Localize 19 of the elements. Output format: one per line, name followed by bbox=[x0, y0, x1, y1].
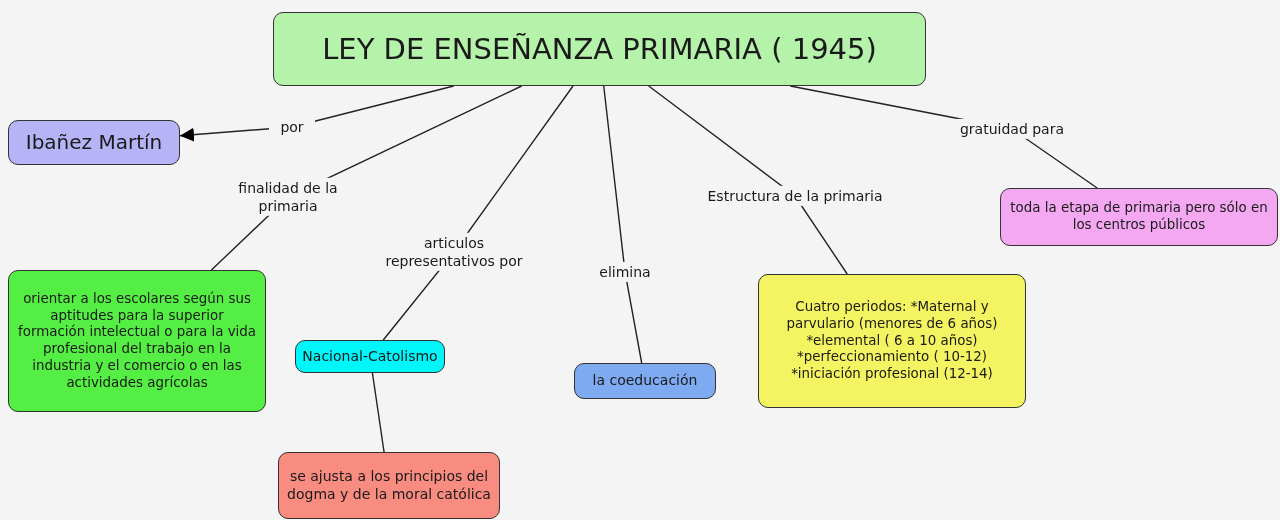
concept-box bbox=[8, 120, 180, 165]
concept-text: orientar a los escolares según sus aptitudes para la superior formación intelectual o para la vida profesional del trabajo en la industria y el comercio o en las actividades agrícolas bbox=[16, 290, 257, 392]
connector-line bbox=[603, 85, 643, 364]
concept-box bbox=[758, 274, 1026, 408]
concept-text: se ajusta a los principios del dogma y de la moral católica bbox=[286, 468, 492, 503]
concept-box bbox=[1000, 188, 1278, 246]
concept-box bbox=[295, 340, 445, 373]
concept-text: toda la etapa de primaria pero sólo en los centros públicos bbox=[1009, 200, 1269, 234]
concept-box bbox=[278, 452, 500, 519]
concept-text: LEY DE ENSEÑANZA PRIMARIA ( 1945) bbox=[322, 30, 877, 68]
connector-line bbox=[371, 372, 385, 453]
connector-line bbox=[648, 85, 848, 275]
concept-box bbox=[273, 12, 926, 86]
concept-text: la coeducación bbox=[592, 372, 698, 390]
concept-text: Nacional-Catolismo bbox=[302, 347, 438, 366]
concept-box bbox=[574, 363, 716, 399]
concept-box bbox=[8, 270, 266, 412]
concept-text: Ibañez Martín bbox=[25, 130, 163, 155]
concept-text: Cuatro periodos: *Maternal y parvulario (menores de 6 años) *elemental ( 6 a 10 años) *perfeccionamiento ( 10-12) *iniciación profesional (12-14) bbox=[785, 299, 999, 383]
